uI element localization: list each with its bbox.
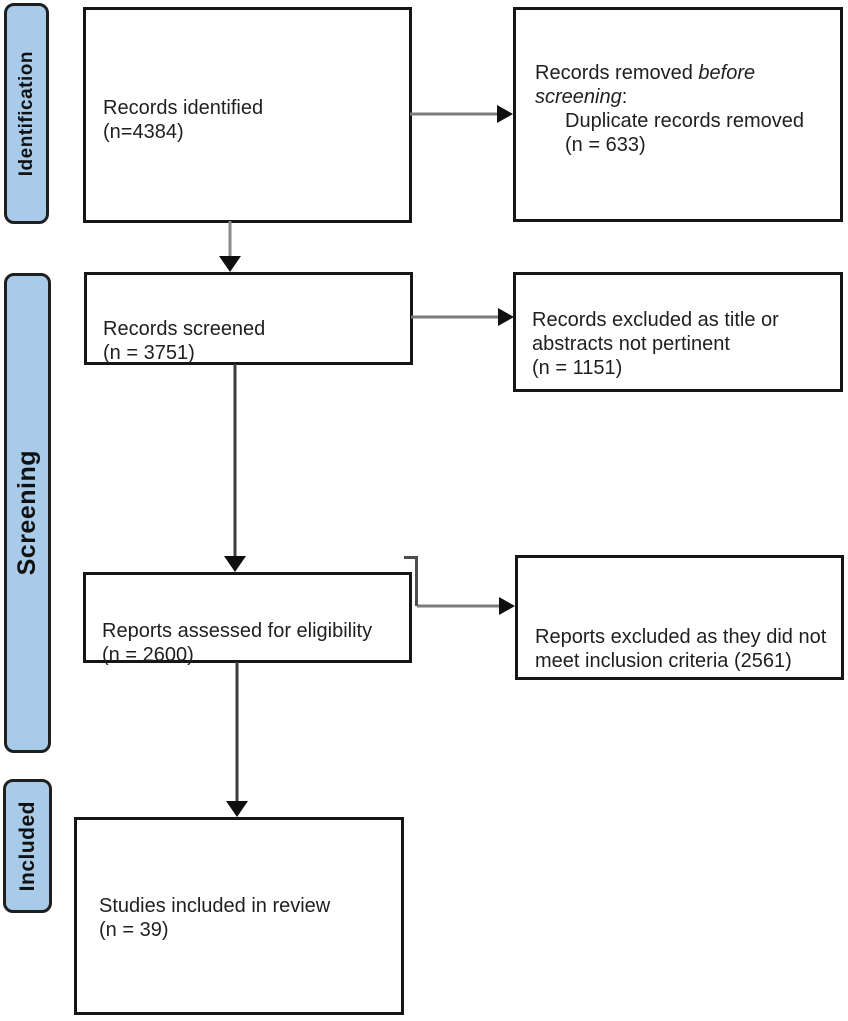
records-removed-line1: Records removed before — [535, 61, 804, 85]
stage-label-screening: Screening — [4, 273, 51, 753]
reports-excluded-line2: meet inclusion criteria (2561) — [535, 650, 792, 672]
connector-bracket — [404, 556, 418, 606]
arrow-shaft — [235, 662, 239, 804]
box-reports-excluded: Reports excluded as they did not meet in… — [515, 555, 844, 680]
arrow-assessed-to-included — [225, 662, 249, 817]
records-identified-line1: Records identified — [103, 97, 264, 119]
duplicate-records-count: (n = 633) — [565, 134, 646, 156]
stage-label-included-text: Included — [15, 800, 39, 892]
arrow-identified-to-removed — [410, 104, 513, 124]
stage-label-identification: Identification — [4, 3, 49, 224]
arrow-shaft — [411, 315, 501, 319]
arrow-shaft — [410, 112, 500, 116]
reports-assessed-line1: Reports assessed for eligibility — [102, 620, 373, 642]
records-excluded-count: (n = 1151) — [532, 357, 623, 379]
records-removed-italic-before: before — [698, 62, 756, 84]
records-removed-colon: : — [621, 86, 628, 108]
arrowhead-down-icon — [224, 556, 246, 572]
arrow-shaft — [228, 221, 232, 259]
arrowhead-down-icon — [226, 801, 248, 817]
duplicate-records-line: Duplicate records removed — [565, 110, 804, 132]
records-removed-italic-screening: screening — [535, 86, 622, 108]
records-excluded-line1: Records excluded as title or — [532, 309, 779, 331]
studies-included-count: (n = 39) — [99, 919, 169, 941]
box-records-screened: Records screened (n = 3751) — [84, 272, 413, 365]
arrow-screened-to-assessed — [223, 364, 247, 572]
stage-label-included: Included — [3, 779, 52, 913]
reports-excluded-line1: Reports excluded as they did not — [535, 626, 827, 648]
arrow-shaft — [233, 364, 237, 559]
arrowhead-down-icon — [219, 256, 241, 272]
arrow-assessed-to-excluded — [417, 596, 515, 616]
arrowhead-right-icon — [499, 597, 515, 615]
arrowhead-right-icon — [498, 308, 514, 326]
records-screened-line1: Records screened — [103, 318, 266, 340]
box-records-identified: Records identified (n=4384) — [83, 7, 412, 223]
box-records-removed-before-screening: Records removed before screening: Duplic… — [513, 7, 843, 222]
records-removed-line2: screening: — [535, 85, 804, 109]
records-removed-prefix: Records removed — [535, 62, 699, 84]
studies-included-line1: Studies included in review — [99, 895, 331, 917]
arrowhead-right-icon — [497, 105, 513, 123]
stage-label-identification-text: Identification — [15, 50, 37, 177]
arrow-screened-to-excluded — [411, 307, 514, 327]
records-excluded-line2: abstracts not pertinent — [532, 333, 730, 355]
records-screened-count: (n = 3751) — [103, 342, 195, 364]
records-identified-count: (n=4384) — [103, 121, 184, 143]
reports-assessed-count: (n = 2600) — [102, 644, 194, 666]
arrow-shaft — [417, 604, 502, 608]
stage-label-screening-text: Screening — [13, 450, 41, 576]
box-studies-included: Studies included in review (n = 39) — [74, 817, 404, 1015]
arrow-identified-to-screened — [218, 221, 242, 272]
box-reports-assessed: Reports assessed for eligibility (n = 26… — [83, 572, 412, 666]
box-records-excluded: Records excluded as title or abstracts n… — [513, 272, 843, 392]
